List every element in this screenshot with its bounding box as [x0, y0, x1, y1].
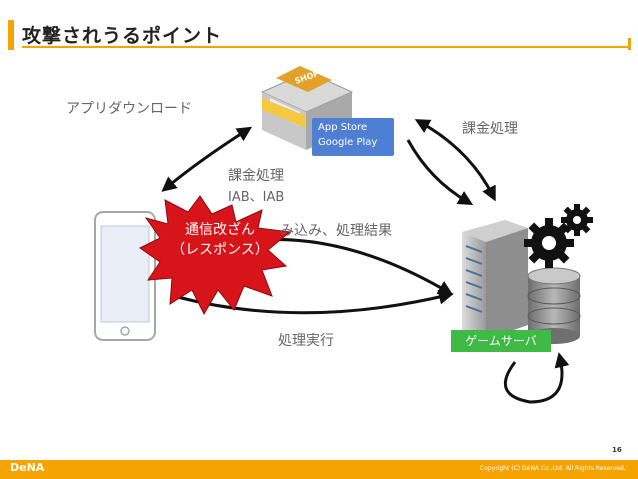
footer-bar	[0, 460, 638, 479]
arrow-server-loop	[504, 352, 570, 404]
page-number: 16	[612, 446, 622, 454]
store-label-box: App Store Google Play	[312, 118, 394, 156]
title-accent-bar	[8, 20, 14, 50]
database-icon	[527, 267, 581, 344]
arrow-download	[161, 126, 253, 192]
label-app-download: アプリダウンロード	[66, 101, 192, 117]
footer-copyright: Copyright (C) DeNA Co.,Ltd. All Rights R…	[480, 465, 626, 472]
title-underline	[22, 46, 630, 48]
arrow-store-server	[414, 119, 496, 202]
tampering-label-line1: 通信改ざん	[185, 222, 255, 238]
label-billing-middle: 課金処理	[228, 168, 284, 184]
label-execute: 処理実行	[278, 333, 334, 349]
store-label-line2: Google Play	[318, 137, 378, 148]
tampering-label-line2: （レスポンス）	[171, 242, 269, 258]
title-underline-end	[628, 38, 631, 50]
arrow-execute	[173, 289, 454, 315]
tampering-label: 通信改ざん （レスポンス）	[170, 220, 270, 260]
label-receipt: み込み、処理結果	[280, 223, 392, 239]
smartphone-icon	[94, 211, 156, 341]
server-icon	[462, 220, 528, 340]
store-label-line1: App Store	[318, 122, 368, 133]
slide-title: 攻撃されうるポイント	[22, 25, 223, 47]
tampering-burst	[139, 195, 292, 316]
label-iab: IAB、IAB	[228, 190, 285, 205]
footer-logo: DeNA	[10, 461, 45, 474]
gear-icon-large	[524, 218, 574, 268]
arrow-store-server-return	[406, 139, 474, 206]
label-billing-right: 課金処理	[462, 121, 518, 137]
game-server-label: ゲームサーバ	[451, 330, 551, 352]
gear-icon-small	[561, 204, 593, 236]
